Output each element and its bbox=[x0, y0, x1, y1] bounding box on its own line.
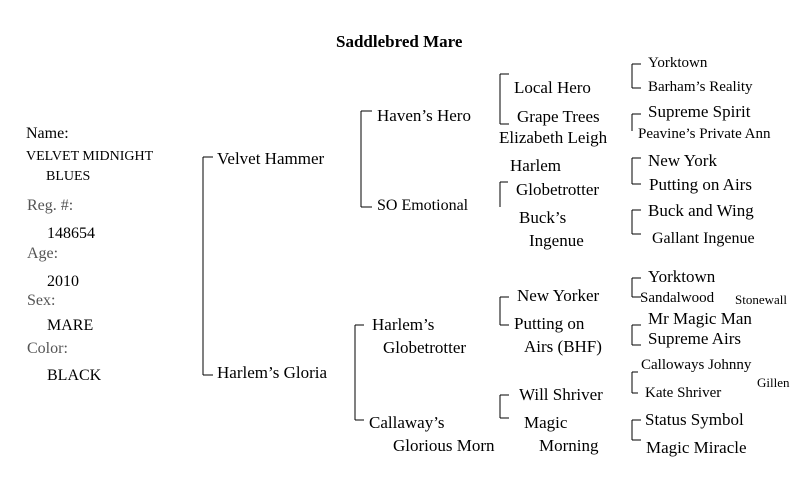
gen3-magic-morning-line2: Morning bbox=[539, 436, 599, 455]
name-value-line2: BLUES bbox=[46, 169, 91, 184]
dam: Harlem’s Gloria bbox=[217, 363, 327, 382]
gen4-barhams-reality: Barham’s Reality bbox=[648, 79, 753, 95]
sire-sire: Haven’s Hero bbox=[377, 106, 471, 125]
gen3-harlem-globetrotter-line2: Globetrotter bbox=[516, 180, 600, 199]
gen4-status-symbol: Status Symbol bbox=[645, 410, 744, 429]
chart-title: Saddlebred Mare bbox=[336, 32, 463, 51]
reg-value: 148654 bbox=[47, 225, 95, 242]
gen3-harlem-globetrotter-line1: Harlem bbox=[510, 156, 561, 175]
gen4-sandalwood: Sandalwood bbox=[640, 290, 715, 306]
gen3-grape-trees-line2: Elizabeth Leigh bbox=[499, 128, 608, 147]
sire-dam: SO Emotional bbox=[377, 197, 469, 214]
reg-label: Reg. #: bbox=[27, 197, 74, 214]
gen4-calloways-johnny: Calloways Johnny bbox=[641, 357, 752, 373]
connector-so-emotional bbox=[499, 181, 508, 207]
gen3-grape-trees-line1: Grape Trees bbox=[517, 107, 600, 126]
gen4-peavines-private-ann: Peavine’s Private Ann bbox=[638, 126, 771, 142]
gen4-sandalwood-stonewall: Stonewall bbox=[735, 292, 787, 307]
connector-putting-on-airs-bhf bbox=[631, 324, 641, 346]
sex-label: Sex: bbox=[27, 292, 56, 309]
connector-new-yorker bbox=[631, 277, 641, 298]
gen4-gallant-ingenue: Gallant Ingenue bbox=[652, 230, 755, 247]
color-label: Color: bbox=[27, 340, 68, 357]
gen4-magic-miracle: Magic Miracle bbox=[646, 438, 747, 457]
name-label: Name: bbox=[26, 125, 69, 142]
gen3-new-yorker: New Yorker bbox=[517, 286, 600, 305]
connector-bucks-ingenue bbox=[631, 209, 641, 235]
connector-harlems-gloria bbox=[354, 324, 364, 421]
age-label: Age: bbox=[27, 245, 59, 262]
gen4-mr-magic-man: Mr Magic Man bbox=[648, 309, 752, 328]
gen4-kate-shriver: Kate Shriver bbox=[645, 385, 722, 401]
connector-harlem-globetrotter bbox=[631, 157, 641, 185]
gen4-supreme-airs: Supreme Airs bbox=[648, 329, 742, 348]
name-value-line1: VELVET MIDNIGHT bbox=[26, 149, 154, 164]
connector-local-hero bbox=[631, 63, 641, 89]
connector-harlems-globetrotter bbox=[499, 296, 509, 326]
gen3-bucks-ingenue-line2: Ingenue bbox=[529, 231, 584, 250]
sire: Velvet Hammer bbox=[217, 149, 325, 168]
connector-callaways-glorious-morn bbox=[499, 394, 509, 419]
age-value: 2010 bbox=[47, 273, 79, 290]
gen3-local-hero: Local Hero bbox=[514, 78, 591, 97]
connector-havens-hero bbox=[499, 73, 509, 125]
dam-sire-line1: Harlem’s bbox=[372, 315, 435, 334]
gen3-putting-on-airs-line1: Putting on bbox=[514, 314, 585, 333]
color-value: BLACK bbox=[47, 367, 102, 384]
gen3-magic-morning-line1: Magic bbox=[524, 413, 568, 432]
connector-magic-morning bbox=[631, 419, 641, 441]
connector-subject bbox=[202, 156, 213, 376]
gen4-buck-and-wing: Buck and Wing bbox=[648, 201, 754, 220]
gen4-calloways-johnny-gillen: Gillen bbox=[757, 375, 790, 390]
gen4-yorktown-1: Yorktown bbox=[648, 55, 708, 71]
gen4-supreme-spirit: Supreme Spirit bbox=[648, 102, 751, 121]
connector-will-shriver bbox=[631, 371, 638, 394]
gen4-new-york: New York bbox=[648, 151, 717, 170]
dam-sire-line2: Globetrotter bbox=[383, 338, 467, 357]
connector-velvet-hammer bbox=[360, 110, 372, 208]
gen4-yorktown-2: Yorktown bbox=[648, 267, 716, 286]
gen3-bucks-ingenue-line1: Buck’s bbox=[519, 208, 567, 227]
gen3-putting-on-airs-line2: Airs (BHF) bbox=[524, 337, 602, 356]
gen4-putting-on-airs: Putting on Airs bbox=[649, 175, 752, 194]
gen3-will-shriver: Will Shriver bbox=[519, 385, 603, 404]
sex-value: MARE bbox=[47, 317, 94, 334]
connector-grape-trees bbox=[631, 113, 641, 131]
dam-dam-line2: Glorious Morn bbox=[393, 436, 495, 455]
dam-dam-line1: Callaway’s bbox=[369, 413, 445, 432]
